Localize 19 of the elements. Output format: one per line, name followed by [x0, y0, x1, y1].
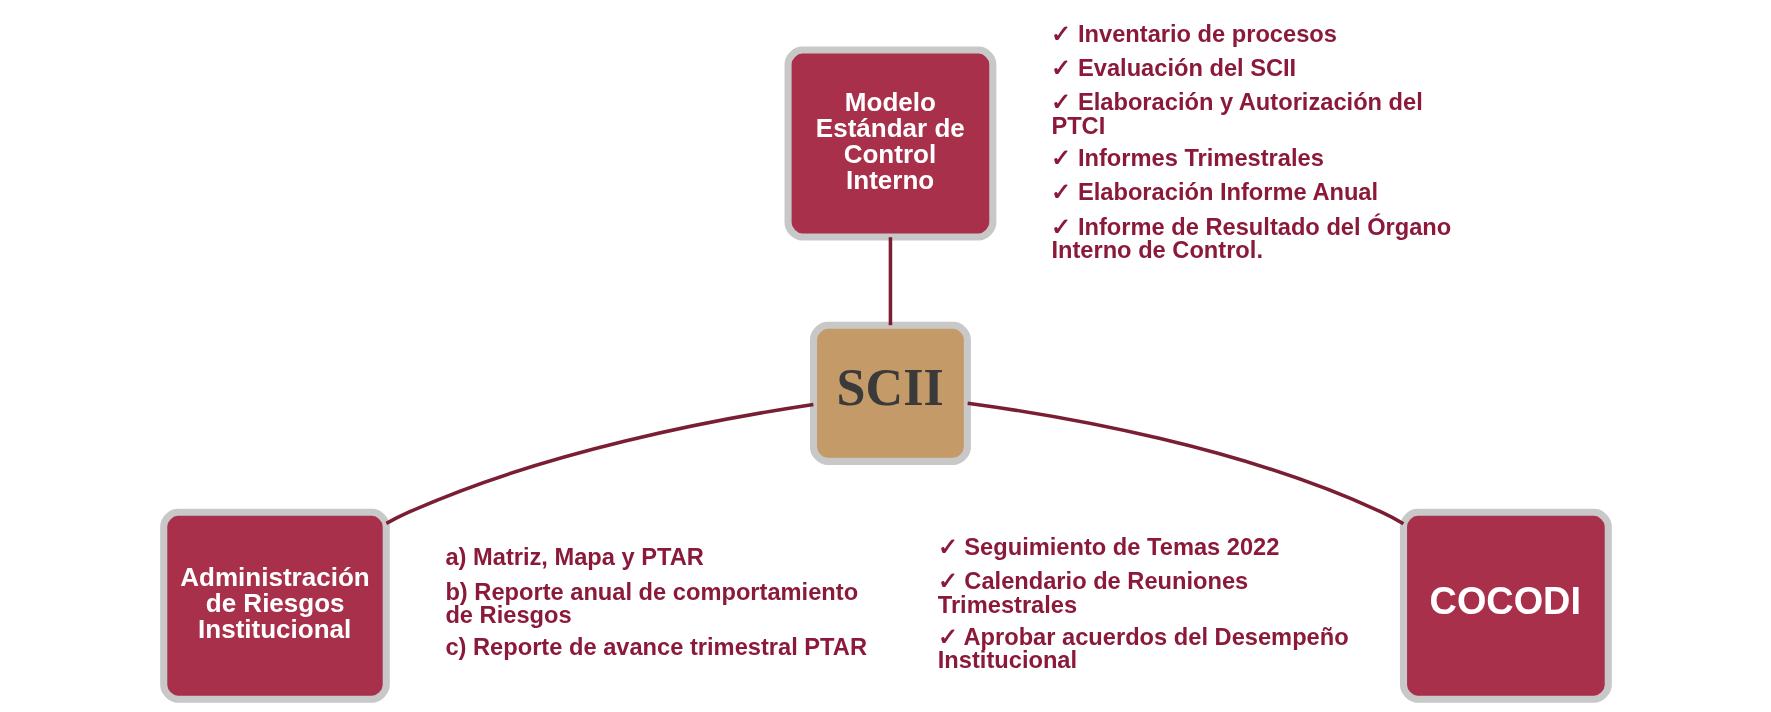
node-box: Modelo Estándar de Control Interno — [784, 46, 996, 241]
connector — [966, 401, 1404, 526]
node-label: ✓ Calendario de Reuniones Trimestrales — [937, 568, 1248, 618]
node-box: Administración de Riesgos Institucional — [159, 508, 390, 703]
node-label: ✓ Elaboración Informe Anual — [1050, 179, 1378, 206]
node-label: ✓ Informes Trimestrales — [1050, 145, 1324, 172]
node-label: a) Matriz, Mapa y PTAR — [444, 544, 704, 571]
connector — [888, 237, 892, 326]
node-label: ✓ Inventario de procesos — [1050, 20, 1337, 47]
node-label: c) Reporte de avance trimestral PTAR — [444, 634, 867, 661]
node-label: ✓ Evaluación del SCII — [1050, 55, 1296, 82]
node-box: SCII — [809, 321, 971, 465]
connector — [385, 402, 814, 525]
node-label: ✓ Informe de Resultado del Órgano Interno de Control. — [1050, 213, 1451, 264]
node-label: b) Reporte anual de comportamiento de Riesgos — [444, 578, 858, 629]
node-label: ✓ Seguimiento de Temas 2022 — [937, 533, 1279, 560]
node-label: ✓ Aprobar acuerdos del Desempeño Institucional — [937, 623, 1349, 674]
node-box: COCODI — [1399, 508, 1612, 703]
node-label: ✓ Elaboración y Autorización del PTCI — [1050, 89, 1423, 140]
